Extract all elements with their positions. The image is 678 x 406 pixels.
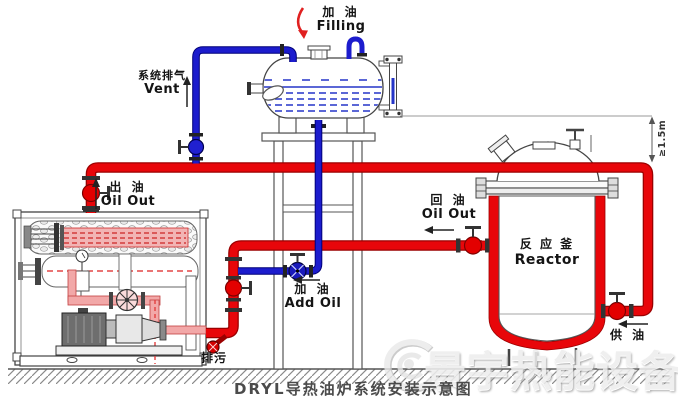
- annotation-arrows: [92, 76, 648, 328]
- watermark-logo-icon: [384, 339, 436, 393]
- vent-label-zh: 系统排气: [138, 69, 186, 82]
- reactor-sight-glass: [487, 134, 516, 163]
- thermal-oil-heater: [12, 209, 209, 367]
- reactor-label: 反 应 釜 Reactor: [514, 237, 580, 268]
- oil-supply-valve: [601, 292, 634, 321]
- ground: [8, 368, 672, 384]
- min-height-dimension-label: ≥1.5m: [657, 119, 668, 157]
- oil-out-label-en: Oil Out: [100, 193, 156, 209]
- reactor-top-valve: [566, 128, 584, 150]
- diagram-caption: DRYL导热油炉系统安装示意图: [234, 380, 473, 398]
- blowdown-valve: [206, 340, 220, 354]
- oil-out-label: 出 油 Oil Out: [100, 180, 156, 210]
- tank-liquid-level: [264, 79, 382, 112]
- add-oil-label-en: Add Oil: [284, 295, 342, 311]
- vent-valve: [178, 133, 205, 161]
- tank-manhole: [262, 85, 284, 101]
- supply-pipe: [87, 163, 652, 315]
- oil-out-label-zh: 出 油: [109, 180, 147, 194]
- filling-label-zh: 加 油: [322, 5, 360, 19]
- blowdown-label-zh: 排污: [201, 351, 228, 365]
- filling-arrow: [296, 7, 308, 39]
- riser-valve: [224, 276, 252, 302]
- filling-label-en: Filling: [316, 18, 366, 34]
- oil-supply-label-zh: 供 油: [610, 328, 648, 342]
- reactor-port: [532, 141, 556, 150]
- blowdown-label: 排污: [201, 351, 228, 366]
- reactor-label-en: Reactor: [514, 251, 580, 268]
- tank-overflow-swan-neck: [346, 36, 365, 59]
- filling-label: 加 油 Filling: [314, 5, 368, 35]
- oil-return-label: 回 油 Oil Out: [418, 193, 480, 223]
- heater-coil-lower: [18, 255, 199, 288]
- vent-label: 系统排气 Vent: [133, 69, 191, 98]
- tank-filling-port: [307, 45, 331, 60]
- add-oil-valve: [283, 253, 313, 281]
- oil-return-valve: [456, 226, 490, 255]
- add-oil-label-zh: 加 油: [294, 282, 332, 296]
- return-pipe: [206, 241, 482, 337]
- oil-supply-label: 供 油: [610, 328, 648, 343]
- oil-return-label-zh: 回 油: [430, 193, 468, 207]
- heater-base: [19, 355, 203, 367]
- circulation-pump: [55, 308, 183, 356]
- heater-coil-upper: [23, 220, 198, 255]
- add-oil-label: 加 油 Add Oil: [284, 282, 342, 312]
- pump-discharge-valve: [115, 288, 139, 312]
- vent-label-en: Vent: [144, 81, 180, 97]
- vent-pipe: [193, 47, 296, 164]
- reactor-label-zh: 反 应 釜: [519, 237, 575, 251]
- tank-level-gauge: [378, 55, 403, 118]
- height-dimension: [400, 115, 656, 163]
- oil-return-label-en: Oil Out: [421, 206, 477, 222]
